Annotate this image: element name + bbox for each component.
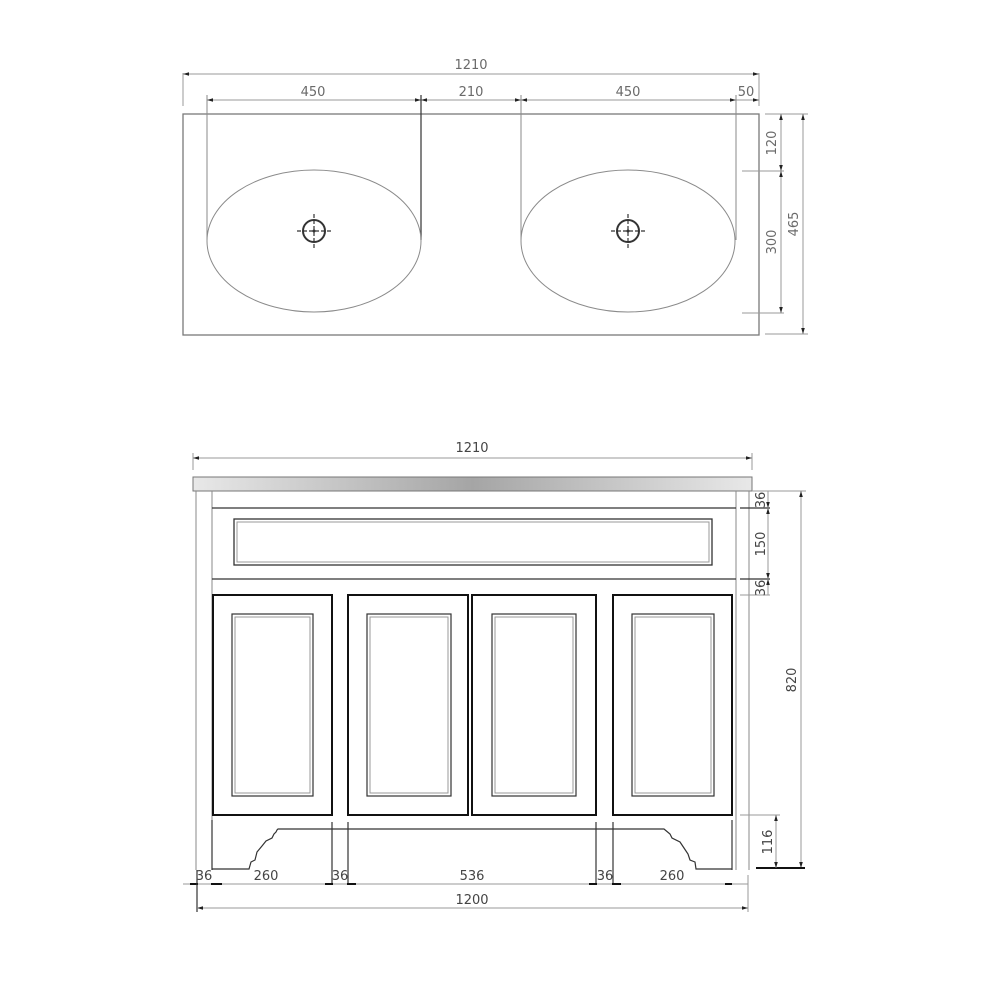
dim-label: 120	[765, 131, 780, 156]
dim-label: 1200	[455, 893, 488, 908]
top-view: 1210 450 210 450 50	[182, 58, 808, 336]
countertop	[192, 476, 753, 492]
dim-label: 300	[765, 230, 780, 255]
dim-label: 150	[754, 532, 769, 557]
drain-right-icon	[611, 214, 645, 248]
dim-label: 36	[754, 580, 769, 597]
dim-top-sub-widths: 450 210 450 50	[207, 85, 759, 102]
dim-label: 260	[254, 869, 279, 884]
countertop-outline	[182, 113, 760, 336]
dim-label: 210	[459, 85, 484, 100]
dim-top-depths: 120 300 465	[742, 113, 808, 335]
drain-left-icon	[297, 214, 331, 248]
dim-label: 36	[196, 869, 213, 884]
door-3	[471, 594, 597, 816]
door-2	[347, 594, 469, 816]
drawer-front	[233, 518, 713, 566]
dim-label: 536	[460, 869, 485, 884]
basin-right	[520, 169, 736, 313]
dim-label: 465	[787, 212, 802, 237]
basin-left	[206, 169, 422, 313]
door-4	[612, 594, 733, 816]
dim-label: 1210	[455, 441, 488, 456]
dim-label: 50	[738, 85, 755, 100]
dim-label: 36	[597, 869, 614, 884]
dim-label: 1210	[454, 58, 487, 73]
dim-front-overall-width: 1210	[192, 441, 753, 470]
dim-label: 36	[754, 492, 769, 509]
dim-front-bottom-widths: 36 260 36 536 36 260 1200	[183, 869, 749, 912]
front-view: 1210	[183, 441, 806, 912]
dim-label: 820	[785, 668, 800, 693]
dim-label: 36	[332, 869, 349, 884]
dim-front-heights: 36 150 36 820 116	[740, 490, 806, 869]
dim-label: 450	[616, 85, 641, 100]
door-1	[212, 594, 333, 816]
dim-top-overall-width: 1210	[182, 58, 760, 106]
dim-label: 116	[761, 830, 776, 855]
dim-label: 260	[660, 869, 685, 884]
plinth-scroll	[212, 828, 732, 870]
dim-label: 450	[301, 85, 326, 100]
